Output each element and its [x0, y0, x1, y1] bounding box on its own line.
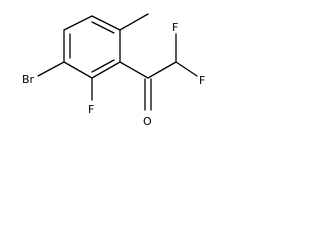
ring-bond-c1-c2 — [91, 15, 121, 31]
difluoromethyl-to-f-right-bond — [175, 61, 198, 77]
fluorine-top-atom-label: F — [172, 21, 178, 34]
substituent-bonds — [37, 13, 198, 111]
ring-to-carbonyl-bond — [119, 61, 149, 79]
fluorine-right-atom-label: F — [199, 74, 205, 87]
ring-bond-c3-c4 — [91, 61, 121, 79]
chemical-structure-diagram: Br F O F F — [22, 13, 205, 128]
benzene-ring — [63, 15, 121, 79]
ring-to-bromine-bond — [37, 61, 65, 77]
bromine-atom-label: Br — [22, 73, 35, 86]
atom-labels: Br F O F F — [22, 21, 205, 128]
ring-bond-c4-c5 — [63, 61, 93, 79]
oxygen-atom-label: O — [143, 115, 152, 128]
carbonyl-to-difluoromethyl-bond — [147, 61, 177, 79]
fluorine-ring-atom-label: F — [88, 103, 94, 116]
ring-bond-c6-c1 — [63, 15, 93, 31]
aromatic-inner-bond-1 — [91, 21, 115, 34]
methyl-bond — [119, 13, 149, 31]
aromatic-inner-bond-2 — [91, 59, 115, 73]
